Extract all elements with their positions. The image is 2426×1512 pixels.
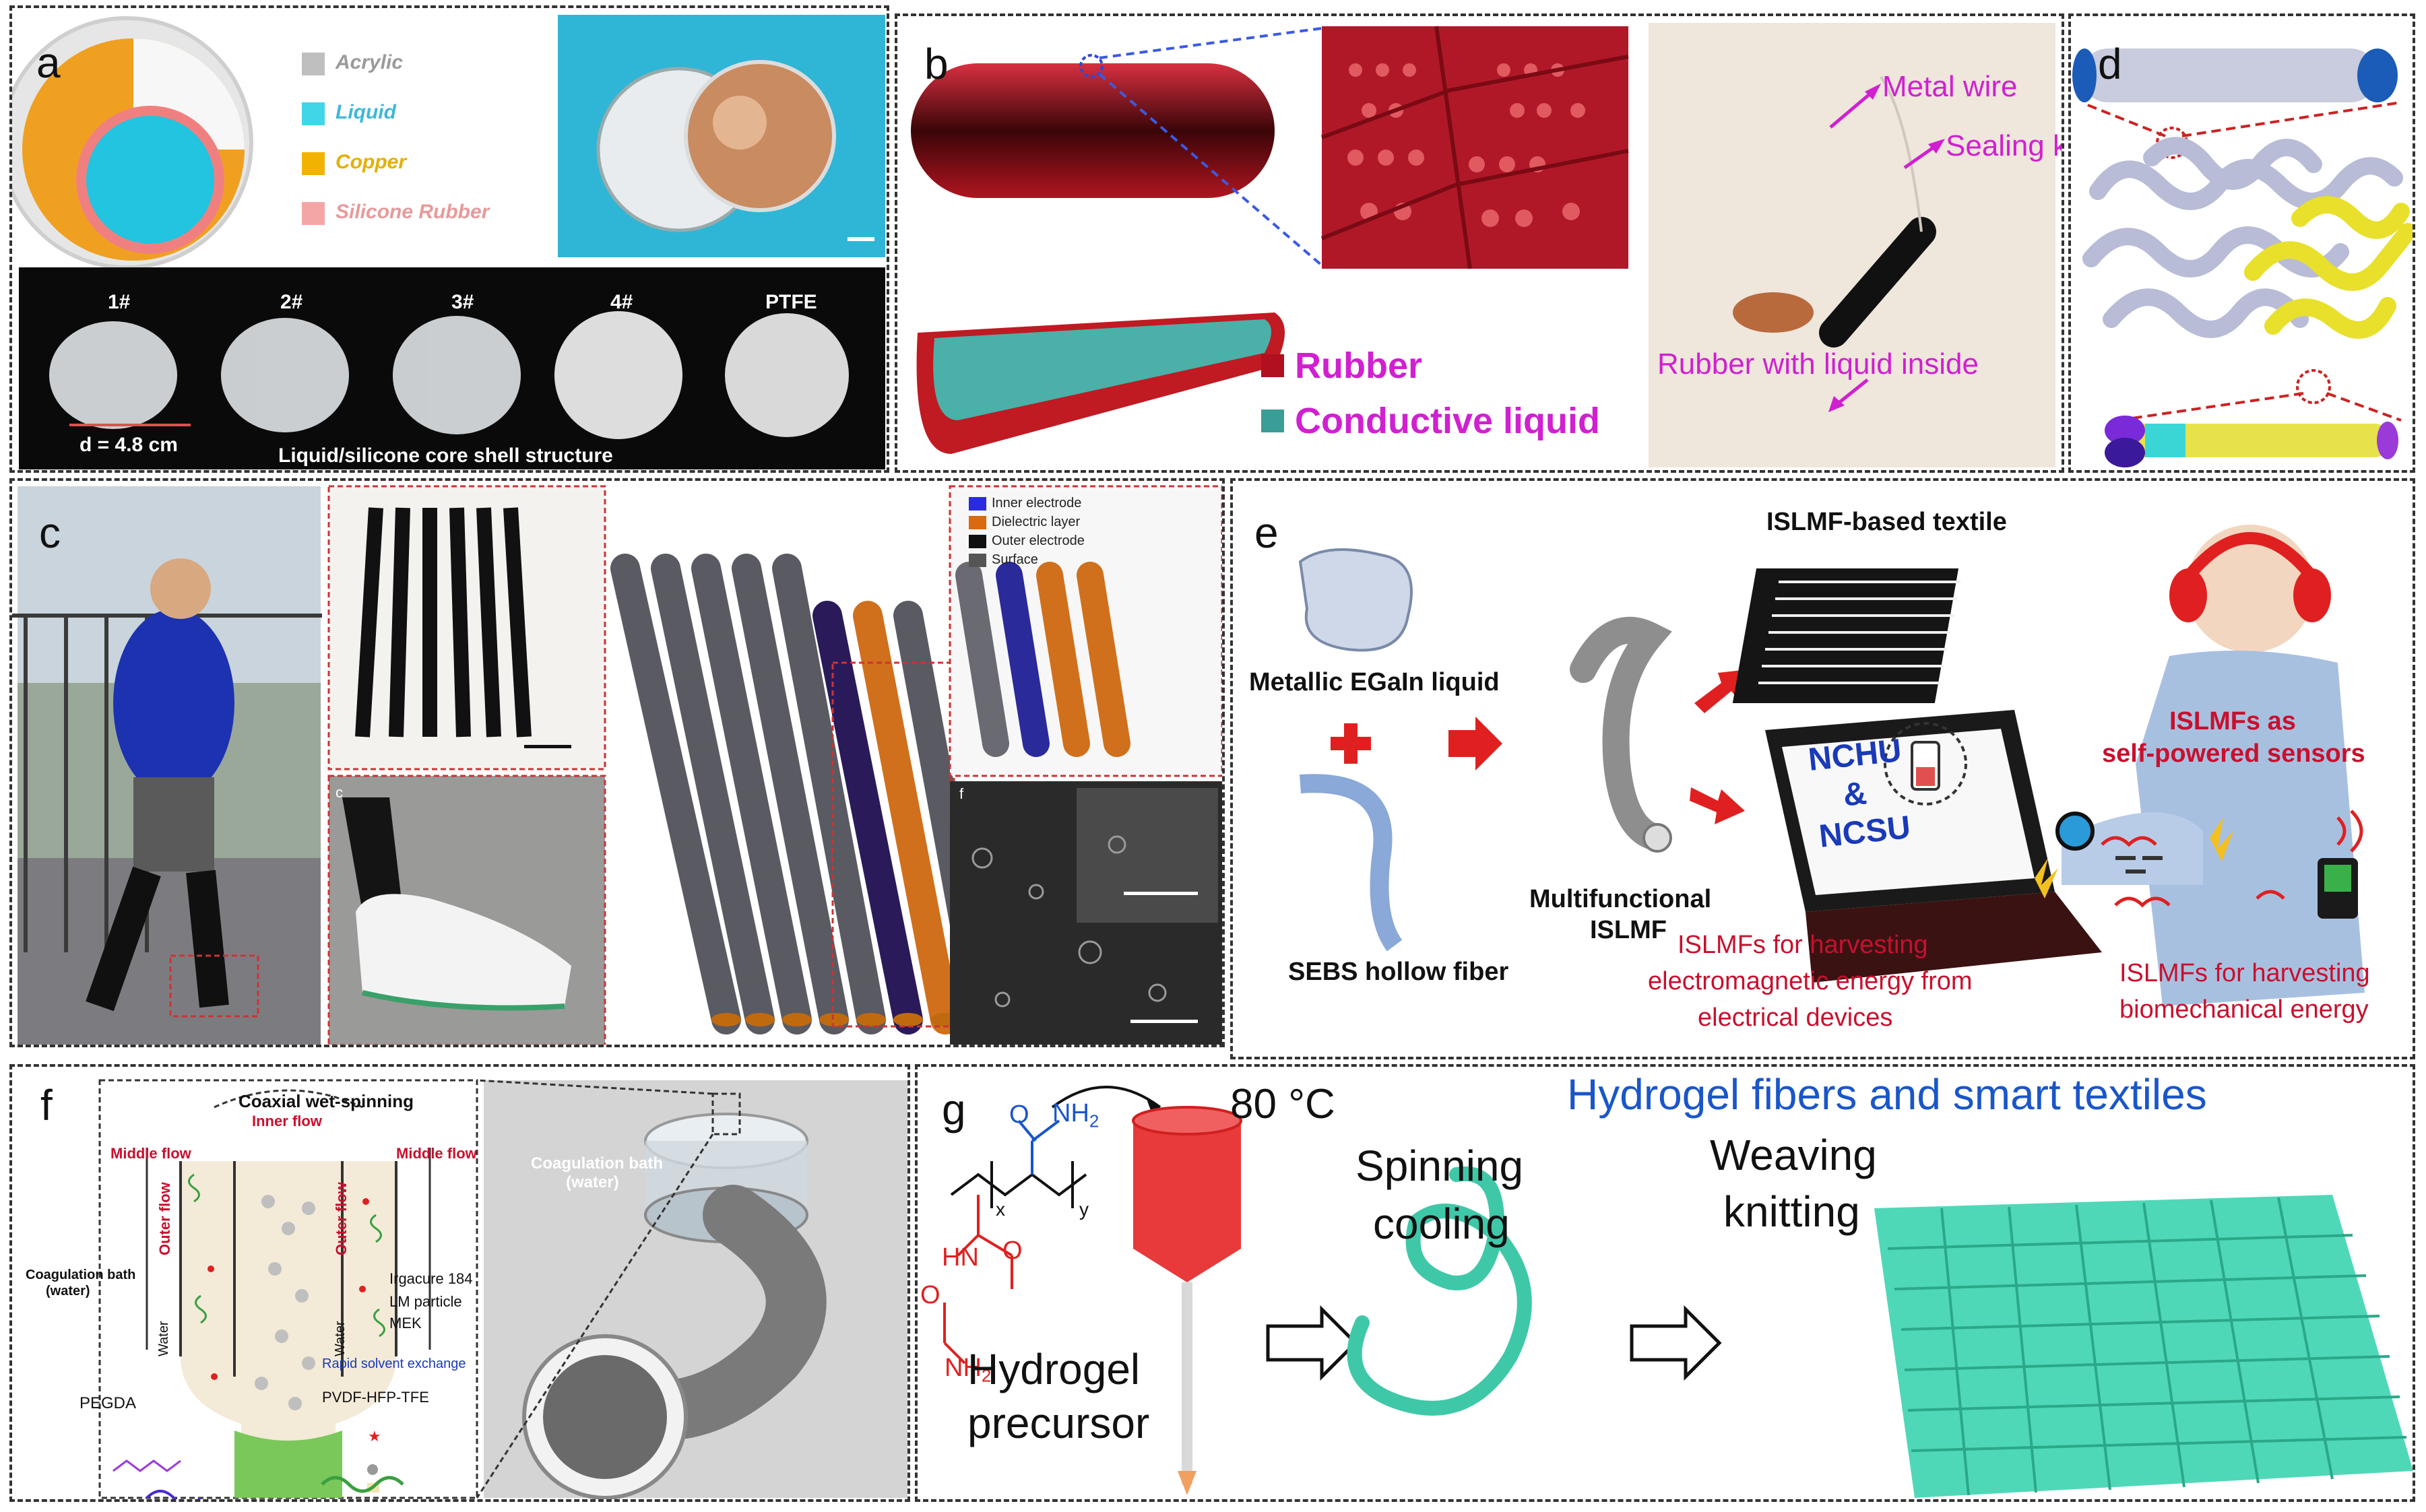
- panel-b-art: [911, 23, 2055, 467]
- spinning-label-2: cooling: [1373, 1199, 1510, 1248]
- weaving-label-2: knitting: [1723, 1187, 1860, 1236]
- legend-label-acrylic: Acrylic: [336, 51, 404, 73]
- panel-d-art: [2072, 48, 2413, 467]
- panel-label: b: [924, 40, 949, 88]
- nh2-top-subscript: 2: [1089, 1111, 1099, 1131]
- panel-g: g: [915, 1064, 2415, 1502]
- panel-label: g: [942, 1085, 966, 1133]
- precursor-label-1: Hydrogel: [967, 1345, 1141, 1393]
- pvdf-label: PVDF-HFP-TFE: [322, 1389, 429, 1406]
- water-right: Water: [333, 1321, 348, 1356]
- sebs-label: SEBS hollow fiber: [1288, 958, 1509, 986]
- nh2-top-text: NH: [1052, 1099, 1089, 1127]
- x-subscript: x: [996, 1199, 1005, 1220]
- core-shell-caption: Liquid/silicone core shell structure: [278, 445, 613, 467]
- hn-label: HN: [942, 1243, 979, 1272]
- coag-label-1: Coagulation bath: [26, 1268, 136, 1282]
- textile-label: ISLMF-based textile: [1766, 508, 2007, 536]
- metal-wire-label: Metal wire: [1882, 70, 2018, 103]
- panel-label: a: [36, 38, 61, 87]
- pegda-label: PEGDA: [79, 1394, 137, 1412]
- panel-e-art: [1298, 525, 2365, 1006]
- rubber-liquid-label: Rubber with liquid inside: [1657, 348, 1979, 381]
- em-label-3: electrical devices: [1698, 1004, 1893, 1032]
- panel-a: a Acrylic Liquid Copper Silicone Rubber …: [9, 5, 889, 473]
- o-middle: O: [1002, 1237, 1023, 1265]
- o-bottom: O: [920, 1281, 940, 1309]
- solvent-exchange: Rapid solvent exchange: [322, 1356, 466, 1371]
- bio-label-2: biomechanical energy: [2119, 995, 2369, 1024]
- outer-flow-right: Outer flow: [333, 1182, 350, 1255]
- panel-f-art: ★: [98, 1079, 907, 1499]
- em-label-2: electromagnetic energy from: [1648, 967, 1973, 995]
- legend-surface: Surface: [992, 552, 1038, 567]
- middle-flow-right: Middle flow: [396, 1145, 477, 1162]
- sample-label-ptfe: PTFE: [765, 291, 817, 313]
- outer-flow-left: Outer flow: [156, 1182, 173, 1255]
- panel-c: c: [9, 478, 1225, 1047]
- panel-c-art: [12, 485, 1222, 1045]
- screen-line-2: &: [1841, 775, 1869, 814]
- legend-swatch-acrylic: [302, 53, 325, 75]
- nh2-top: NH2: [1052, 1099, 1099, 1132]
- spinning-label-1: Spinning: [1355, 1142, 1524, 1190]
- panel-a-art: [12, 15, 885, 469]
- legend-swatch-silicone: [302, 202, 325, 225]
- legend-swatch-liquid: [302, 102, 325, 125]
- nh2-bottom-subscript: 2: [981, 1365, 992, 1386]
- y-subscript: y: [1079, 1199, 1089, 1220]
- legend-mek: MEK: [389, 1315, 422, 1332]
- panel-d: d: [2068, 13, 2415, 473]
- sublabel-c-small: c: [336, 784, 343, 801]
- egain-label: Metallic EGaIn liquid: [1249, 668, 1500, 696]
- sealing-knot-label: Sealing knot: [1946, 129, 2062, 162]
- precursor-label-2: precursor: [967, 1399, 1150, 1447]
- sensors-label-2: self-powered sensors: [2102, 739, 2365, 768]
- legend-lm-particle: LM particle: [389, 1293, 462, 1310]
- sample-label-4: 4#: [610, 291, 633, 313]
- islmf-label: ISLMF: [1590, 916, 1667, 944]
- water-left: Water: [156, 1321, 171, 1356]
- panel-label: d: [2098, 40, 2122, 88]
- legend-dielectric-layer: Dielectric layer: [992, 515, 1081, 529]
- em-label-1: ISLMFs for harvesting: [1678, 931, 1928, 959]
- weaving-label-1: Weaving: [1710, 1131, 1877, 1179]
- legend-label-copper: Copper: [336, 151, 406, 173]
- temperature-label: 80 °C: [1230, 1081, 1335, 1127]
- nh2-bottom: NH2: [945, 1354, 991, 1387]
- legend-rubber: Rubber: [1295, 346, 1422, 386]
- svg-text:★: ★: [368, 1428, 381, 1445]
- panel-e: e: [1230, 478, 2415, 1059]
- sample-label-3: 3#: [451, 291, 474, 313]
- bio-label-1: ISLMFs for harvesting: [2119, 959, 2370, 987]
- coag-label-2: (water): [46, 1284, 90, 1299]
- panel-g-art: [943, 1086, 2413, 1498]
- nh2-bottom-text: NH: [945, 1354, 982, 1382]
- hydrogel-title: Hydrogel fibers and smart textiles: [1567, 1070, 2207, 1119]
- sensors-label-1: ISLMFs as: [2169, 707, 2296, 735]
- panel-label: f: [40, 1081, 53, 1129]
- sublabel-f: f: [959, 785, 964, 802]
- o-top: O: [1009, 1100, 1029, 1129]
- legend-swatch-copper: [302, 152, 325, 175]
- legend-label-liquid: Liquid: [336, 101, 396, 123]
- bath-label-1: Coagulation bath: [531, 1154, 663, 1173]
- coaxial-title: Coaxial wet-spinning: [238, 1091, 414, 1111]
- legend-inner-electrode: Inner electrode: [992, 496, 1082, 511]
- bath-label-2: (water): [566, 1173, 619, 1191]
- sample-label-1: 1#: [108, 291, 131, 313]
- legend-label-silicone: Silicone Rubber: [336, 201, 490, 223]
- panel-label: e: [1254, 508, 1279, 557]
- diameter-label: d = 4.8 cm: [79, 434, 178, 456]
- legend-outer-electrode: Outer electrode: [992, 533, 1085, 548]
- legend-conductive-liquid: Conductive liquid: [1295, 401, 1600, 441]
- panel-label: c: [39, 508, 61, 557]
- sample-label-2: 2#: [280, 291, 303, 313]
- legend-irgacure: Irgacure 184: [389, 1270, 473, 1287]
- panel-f: f ★ Coaxial wet-spinning Inner flow Midd…: [9, 1064, 910, 1502]
- panel-b: b: [895, 13, 2064, 473]
- multifunctional-label: Multifunctional: [1529, 885, 1712, 913]
- inner-flow-label: Inner flow: [252, 1113, 322, 1129]
- middle-flow-left: Middle flow: [110, 1145, 191, 1162]
